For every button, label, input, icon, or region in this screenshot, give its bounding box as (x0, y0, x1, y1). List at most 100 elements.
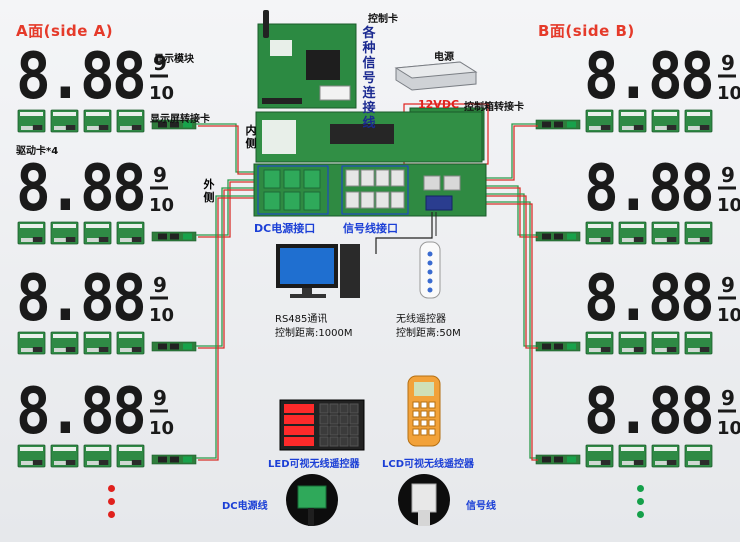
fraction-bottom: 10 (717, 195, 740, 216)
lcd-remote-icon (407, 375, 441, 447)
lcd-key (428, 419, 436, 427)
dc-power-line-label: DC电源线 (222, 501, 268, 512)
led-key (319, 436, 329, 447)
main-board (253, 111, 487, 217)
led-key (329, 403, 339, 414)
driver-card (618, 444, 647, 468)
wire-left-3-red (198, 189, 258, 349)
fraction-bottom: 10 (149, 83, 174, 104)
wire-left-4-red (198, 197, 258, 461)
continue-dot (108, 498, 115, 505)
display-adapter-label: 显示屏转接卡 (150, 114, 210, 125)
continue-dot (108, 485, 115, 492)
driver-card (83, 444, 112, 468)
computer-icon (276, 244, 360, 298)
wire-right-2-red (486, 187, 538, 238)
driver-card (17, 444, 46, 468)
driver-card (651, 109, 680, 133)
power-supply-label: 电源 (434, 52, 454, 63)
lcd-key (412, 401, 420, 409)
rj45-port (360, 169, 375, 187)
display-digits: 8.88 (16, 262, 144, 336)
driver-card (50, 109, 79, 133)
led-key (319, 425, 329, 436)
inner-side-label: 内侧 (245, 124, 257, 150)
display-digits: 8.88 (584, 152, 712, 226)
lcd-key (420, 419, 428, 427)
wire-right-3 (484, 193, 536, 347)
continue-dot (637, 511, 644, 518)
led-key (339, 403, 349, 414)
driver-card (50, 221, 79, 245)
rj45-port (390, 191, 405, 209)
driver-card-label: 驱动卡*4 (16, 146, 59, 157)
led-key (329, 414, 339, 425)
display-adapter-card (535, 454, 581, 465)
fraction-bottom: 10 (149, 418, 174, 439)
display-adapter-card (535, 231, 581, 242)
driver-card (116, 109, 145, 133)
led-key (319, 414, 329, 425)
wire-left-4 (196, 195, 256, 459)
led-key (339, 436, 349, 447)
rj45-port (390, 169, 405, 187)
continue-dot (108, 511, 115, 518)
driver-card (618, 331, 647, 355)
rs485-cable (375, 212, 433, 254)
led-key (329, 425, 339, 436)
driver-card (116, 444, 145, 468)
fraction-top: 9 (721, 386, 735, 410)
fraction-bottom: 10 (149, 305, 174, 326)
rs485-distance-label: 控制距离:1000M (275, 328, 353, 339)
dc-connector-icon (286, 474, 338, 526)
led-readout (284, 426, 314, 435)
wire-right-1 (484, 123, 536, 179)
continue-dot (637, 485, 644, 492)
lcd-remote-label: LCD可视无线遥控器 (382, 459, 475, 470)
driver-card (684, 331, 713, 355)
display-adapter-card (151, 454, 197, 465)
driver-card (83, 109, 112, 133)
fraction-top: 9 (721, 273, 735, 297)
driver-card (585, 331, 614, 355)
signal-line-label: 信号线 (466, 501, 496, 512)
driver-card (17, 331, 46, 355)
wire-left-2-red (198, 181, 258, 238)
fraction-top: 9 (153, 386, 167, 410)
continue-dot (637, 498, 644, 505)
driver-card (585, 444, 614, 468)
control-box-adapter-label: 控制箱转接卡 (464, 102, 524, 113)
led-key (349, 425, 359, 436)
driver-card (618, 221, 647, 245)
wireless-label: 无线遥控器 (396, 314, 446, 325)
display-adapter-card (151, 341, 197, 352)
wire-left-2 (196, 179, 256, 236)
driver-card (684, 109, 713, 133)
fraction-bottom: 10 (717, 83, 740, 104)
driver-card (585, 221, 614, 245)
lcd-key (428, 401, 436, 409)
signal-port-label: 信号线接口 (343, 222, 398, 235)
lcd-key (420, 428, 428, 436)
display-digits: 8.88 (16, 375, 144, 449)
wireless-remote-icon (419, 241, 441, 299)
dc-port (283, 191, 301, 211)
dc-power-port-label: DC电源接口 (254, 222, 316, 235)
lcd-key (428, 410, 436, 418)
side-a-title: A面(side A) (16, 22, 114, 40)
led-remote-icon (279, 399, 365, 451)
rj45-port (423, 175, 441, 191)
outer-side-label: 外侧 (203, 178, 215, 204)
driver-card (618, 109, 647, 133)
driver-card (585, 109, 614, 133)
dc-port (263, 169, 281, 189)
driver-card (83, 331, 112, 355)
rs485-label: RS485通讯 (275, 314, 328, 325)
control-card (257, 10, 357, 109)
antenna-icon (263, 10, 269, 38)
